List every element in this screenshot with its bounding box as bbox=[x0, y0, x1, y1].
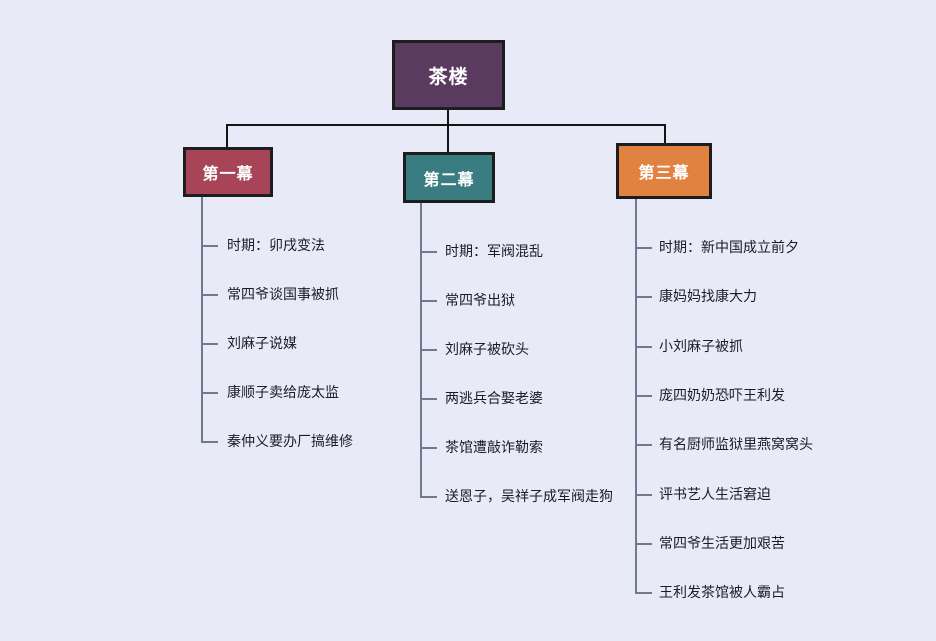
leaf-item[interactable]: 有名厨师监狱里燕窝窝头 bbox=[659, 437, 813, 453]
leaf-item[interactable]: 庞四奶奶恐吓王利发 bbox=[659, 388, 785, 404]
act3-node[interactable]: 第三幕 bbox=[616, 143, 712, 199]
connector-root-stem bbox=[447, 110, 449, 125]
leaf-item[interactable]: 时期：新中国成立前夕 bbox=[659, 240, 799, 256]
branch-tick bbox=[635, 247, 652, 249]
leaf-item[interactable]: 两逃兵合娶老婆 bbox=[445, 391, 543, 407]
act2-node-label: 第二幕 bbox=[423, 169, 475, 189]
branch-tick bbox=[420, 496, 437, 498]
branch-tick bbox=[635, 494, 652, 496]
branch-tick bbox=[420, 251, 437, 253]
leaf-item[interactable]: 时期：卯戌变法 bbox=[227, 238, 325, 254]
leaf-item[interactable]: 评书艺人生活窘迫 bbox=[659, 487, 771, 503]
root-node-teahouse[interactable]: 茶楼 bbox=[392, 40, 505, 110]
leaf-item[interactable]: 常四爷出狱 bbox=[445, 293, 515, 309]
root-node-label: 茶楼 bbox=[428, 65, 469, 88]
act1-node-label: 第一幕 bbox=[202, 164, 254, 183]
leaf-item[interactable]: 刘麻子说媒 bbox=[227, 336, 297, 352]
leaf-item[interactable]: 送恩子，吴祥子成军阀走狗 bbox=[445, 489, 613, 505]
leaf-item[interactable]: 康顺子卖给庞太监 bbox=[227, 385, 339, 401]
leaf-item[interactable]: 小刘麻子被抓 bbox=[659, 339, 743, 355]
branch-tick bbox=[420, 349, 437, 351]
branch-tick bbox=[635, 346, 652, 348]
leaf-item[interactable]: 时期：军阀混乱 bbox=[445, 244, 543, 260]
branch-tick bbox=[635, 395, 652, 397]
branch-tick bbox=[420, 447, 437, 449]
connector-drop-act2 bbox=[447, 124, 449, 152]
leaf-item[interactable]: 刘麻子被砍头 bbox=[445, 342, 529, 358]
act1-node[interactable]: 第一幕 bbox=[183, 147, 273, 197]
act2-node[interactable]: 第二幕 bbox=[403, 152, 495, 203]
branch-tick bbox=[635, 296, 652, 298]
leaf-item[interactable]: 秦仲义要办厂搞维修 bbox=[227, 434, 353, 450]
leaf-item[interactable]: 康妈妈找康大力 bbox=[659, 289, 757, 305]
branch-tick bbox=[635, 592, 652, 594]
connector-drop-act1 bbox=[226, 124, 228, 147]
branch-tick bbox=[201, 392, 218, 394]
branch-tick bbox=[201, 441, 218, 443]
leaf-item[interactable]: 王利发茶馆被人霸占 bbox=[659, 585, 785, 601]
leaf-item[interactable]: 茶馆遭敲诈勒索 bbox=[445, 440, 543, 456]
branch-tick bbox=[201, 245, 218, 247]
leaf-item[interactable]: 常四爷谈国事被抓 bbox=[227, 287, 339, 303]
branch-tick bbox=[635, 543, 652, 545]
act3-node-label: 第三幕 bbox=[638, 163, 690, 182]
connector-drop-act3 bbox=[664, 124, 666, 143]
branch-tick bbox=[201, 343, 218, 345]
branch-tick bbox=[420, 398, 437, 400]
branch-tick bbox=[635, 444, 652, 446]
connector-rail bbox=[226, 124, 666, 126]
leaf-item[interactable]: 常四爷生活更加艰苦 bbox=[659, 536, 785, 552]
branch-spine-act1 bbox=[201, 197, 203, 443]
branch-tick bbox=[201, 294, 218, 296]
branch-tick bbox=[420, 300, 437, 302]
